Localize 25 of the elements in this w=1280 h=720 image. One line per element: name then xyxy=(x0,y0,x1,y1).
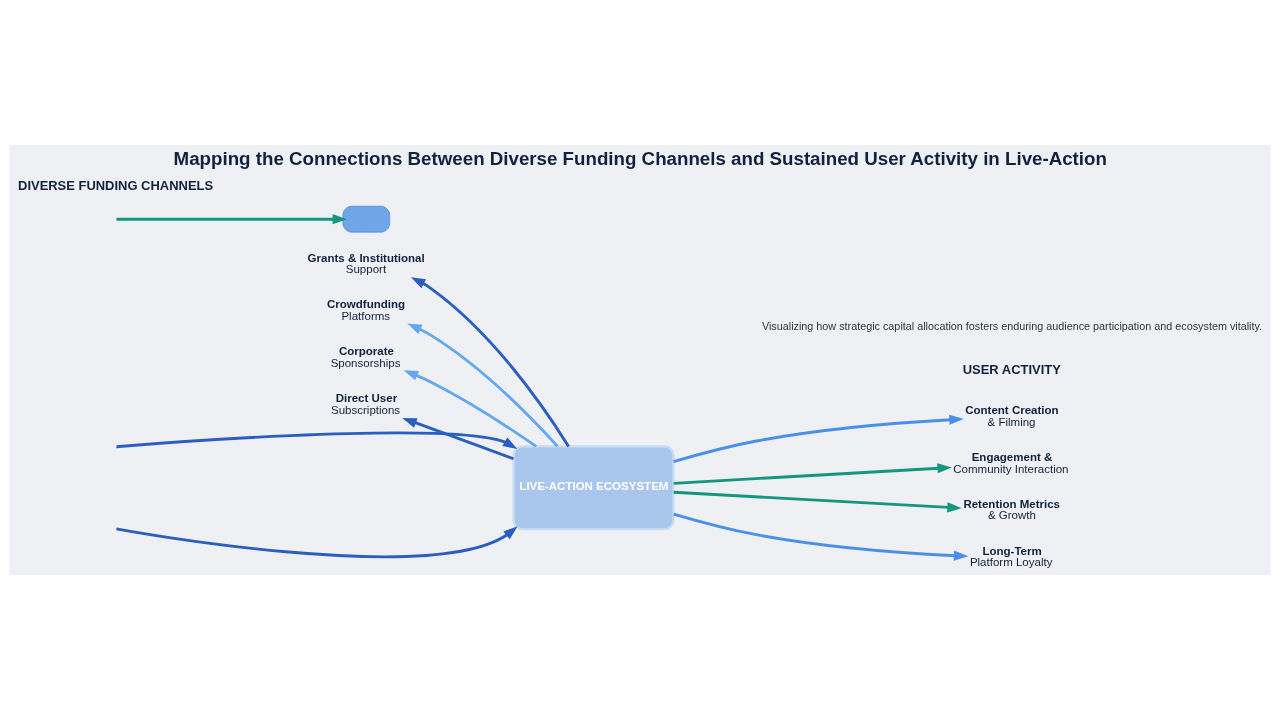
diagram-title: Mapping the Connections Between Diverse Funding Channels and Sustained User Activity in Live-Action xyxy=(173,148,1107,170)
arrow xyxy=(673,490,962,513)
node-text: Engagement & Community Interaction xyxy=(953,451,1069,475)
caption: Visualizing how strategic capital allocation fosters enduring audience participation and ecosystem vitality. xyxy=(761,320,1263,333)
arrow xyxy=(673,463,952,485)
node-text: Content Creation & Filming xyxy=(965,404,1059,428)
label: DIVERSE FUNDING CHANNELS xyxy=(18,177,214,193)
arrow xyxy=(410,277,570,448)
node-text: Crowdfunding Platforms xyxy=(327,298,406,322)
arrow xyxy=(116,214,348,225)
label: USER ACTIVITY xyxy=(962,362,1061,378)
node-box: LIVE-ACTION ECOSYSTEM xyxy=(512,445,675,531)
arrow xyxy=(673,414,964,464)
arrow xyxy=(403,370,537,448)
node-text: Corporate Sponsorships xyxy=(330,345,401,369)
arrow xyxy=(673,512,969,561)
arrow xyxy=(116,526,518,559)
node-text: Retention Metrics & Growth xyxy=(963,497,1061,522)
node-text: Grants & Institutional Support xyxy=(307,251,425,276)
arrow xyxy=(116,431,518,449)
node-text: Direct User Subscriptions xyxy=(331,391,401,416)
arrow xyxy=(402,417,514,461)
node-text: Long-Term Platform Loyalty xyxy=(969,544,1053,569)
node-box xyxy=(342,205,391,233)
arrow xyxy=(407,323,559,448)
